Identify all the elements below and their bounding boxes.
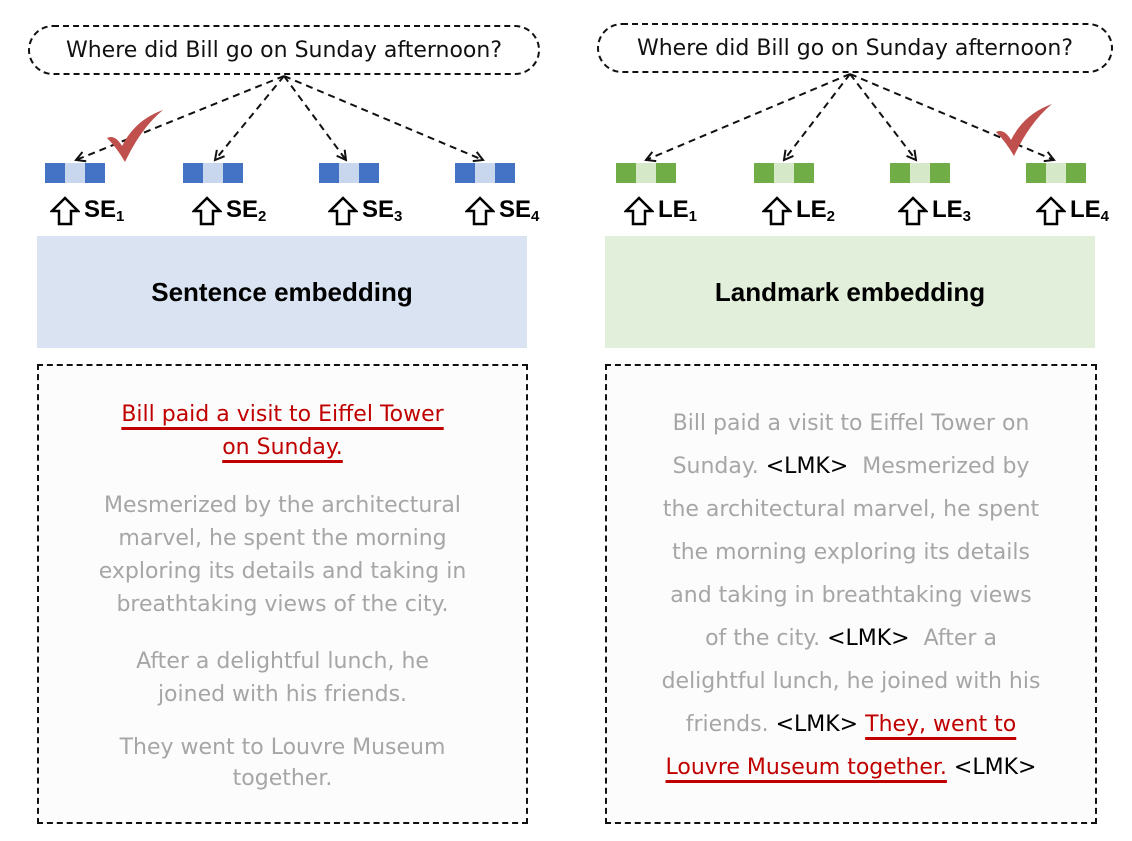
highlighted-sentence: on Sunday. xyxy=(222,435,343,460)
embedding-label-1: LE1 xyxy=(658,196,698,225)
up-arrow-icon xyxy=(328,196,358,226)
up-arrow-icon xyxy=(192,196,222,226)
up-arrow-icon xyxy=(465,196,495,226)
check-icon xyxy=(107,110,163,162)
embedding-label-2: SE2 xyxy=(226,196,267,225)
up-arrow-icon xyxy=(624,196,654,226)
context-sentence-3: After a delightful lunch, he joined with… xyxy=(136,649,429,707)
landmark-token: <LMK> xyxy=(775,712,859,737)
embedding-vector-2 xyxy=(183,163,243,183)
query-bubble: Where did Bill go on Sunday afternoon? xyxy=(28,25,540,75)
embedding-vector-4 xyxy=(1026,163,1086,183)
highlighted-sentence: Bill paid a visit to Eiffel Tower xyxy=(121,402,444,427)
landmark-token: <LMK> xyxy=(953,755,1037,780)
embedding-label-3: SE3 xyxy=(362,196,403,225)
context-text: Bill paid a visit to Eiffel Tower on Sun… xyxy=(661,411,1041,780)
query-text: Where did Bill go on Sunday afternoon? xyxy=(65,37,503,63)
embedding-vector-2 xyxy=(754,163,814,183)
embedding-vector-4 xyxy=(455,163,515,183)
up-arrow-icon xyxy=(762,196,792,226)
embedding-label-3: LE3 xyxy=(932,196,972,225)
query-bubble: Where did Bill go on Sunday afternoon? xyxy=(597,23,1113,73)
landmark-embedding-band: Landmark embedding xyxy=(605,236,1095,348)
context-sentence-2: Mesmerized by the architectural marvel, … xyxy=(98,493,467,617)
sentence-embedding-band: Sentence embedding xyxy=(37,236,527,348)
band-label: Sentence embedding xyxy=(151,276,413,307)
embedding-label-1: SE1 xyxy=(84,196,125,225)
embedding-label-4: SE4 xyxy=(499,196,540,225)
up-arrow-icon xyxy=(50,196,80,226)
up-arrow-icon xyxy=(898,196,928,226)
landmark-embedding-panel: Where did Bill go on Sunday afternoon? L… xyxy=(566,0,1132,841)
up-arrow-icon xyxy=(1036,196,1066,226)
context-box: Bill paid a visit to Eiffel Tower on Sun… xyxy=(37,364,528,824)
check-icon xyxy=(996,104,1052,156)
sentence-embedding-panel: Where did Bill go on Sunday afternoon? S… xyxy=(0,25,566,824)
highlighted-sentence: They, went to xyxy=(865,712,1017,737)
landmark-token: <LMK> xyxy=(765,454,849,479)
embedding-vector-1 xyxy=(616,163,676,183)
embedding-label-4: LE4 xyxy=(1070,196,1110,225)
embedding-vector-3 xyxy=(890,163,950,183)
context-sentence-4: They went to Louvre Museum together. xyxy=(119,735,446,791)
band-label: Landmark embedding xyxy=(714,276,986,307)
query-text: Where did Bill go on Sunday afternoon? xyxy=(636,35,1074,61)
context-box: Bill paid a visit to Eiffel Tower on Sun… xyxy=(605,364,1097,824)
highlighted-sentence: Louvre Museum together. xyxy=(665,755,947,780)
embedding-vector-1 xyxy=(45,163,105,183)
context-sentence-1: Bill paid a visit to Eiffel Tower on Sun… xyxy=(39,398,526,464)
query-arrows xyxy=(0,75,566,240)
embedding-vector-3 xyxy=(319,163,379,183)
query-arrows xyxy=(566,73,1132,240)
embedding-label-2: LE2 xyxy=(796,196,836,225)
landmark-token: <LMK> xyxy=(827,626,910,651)
